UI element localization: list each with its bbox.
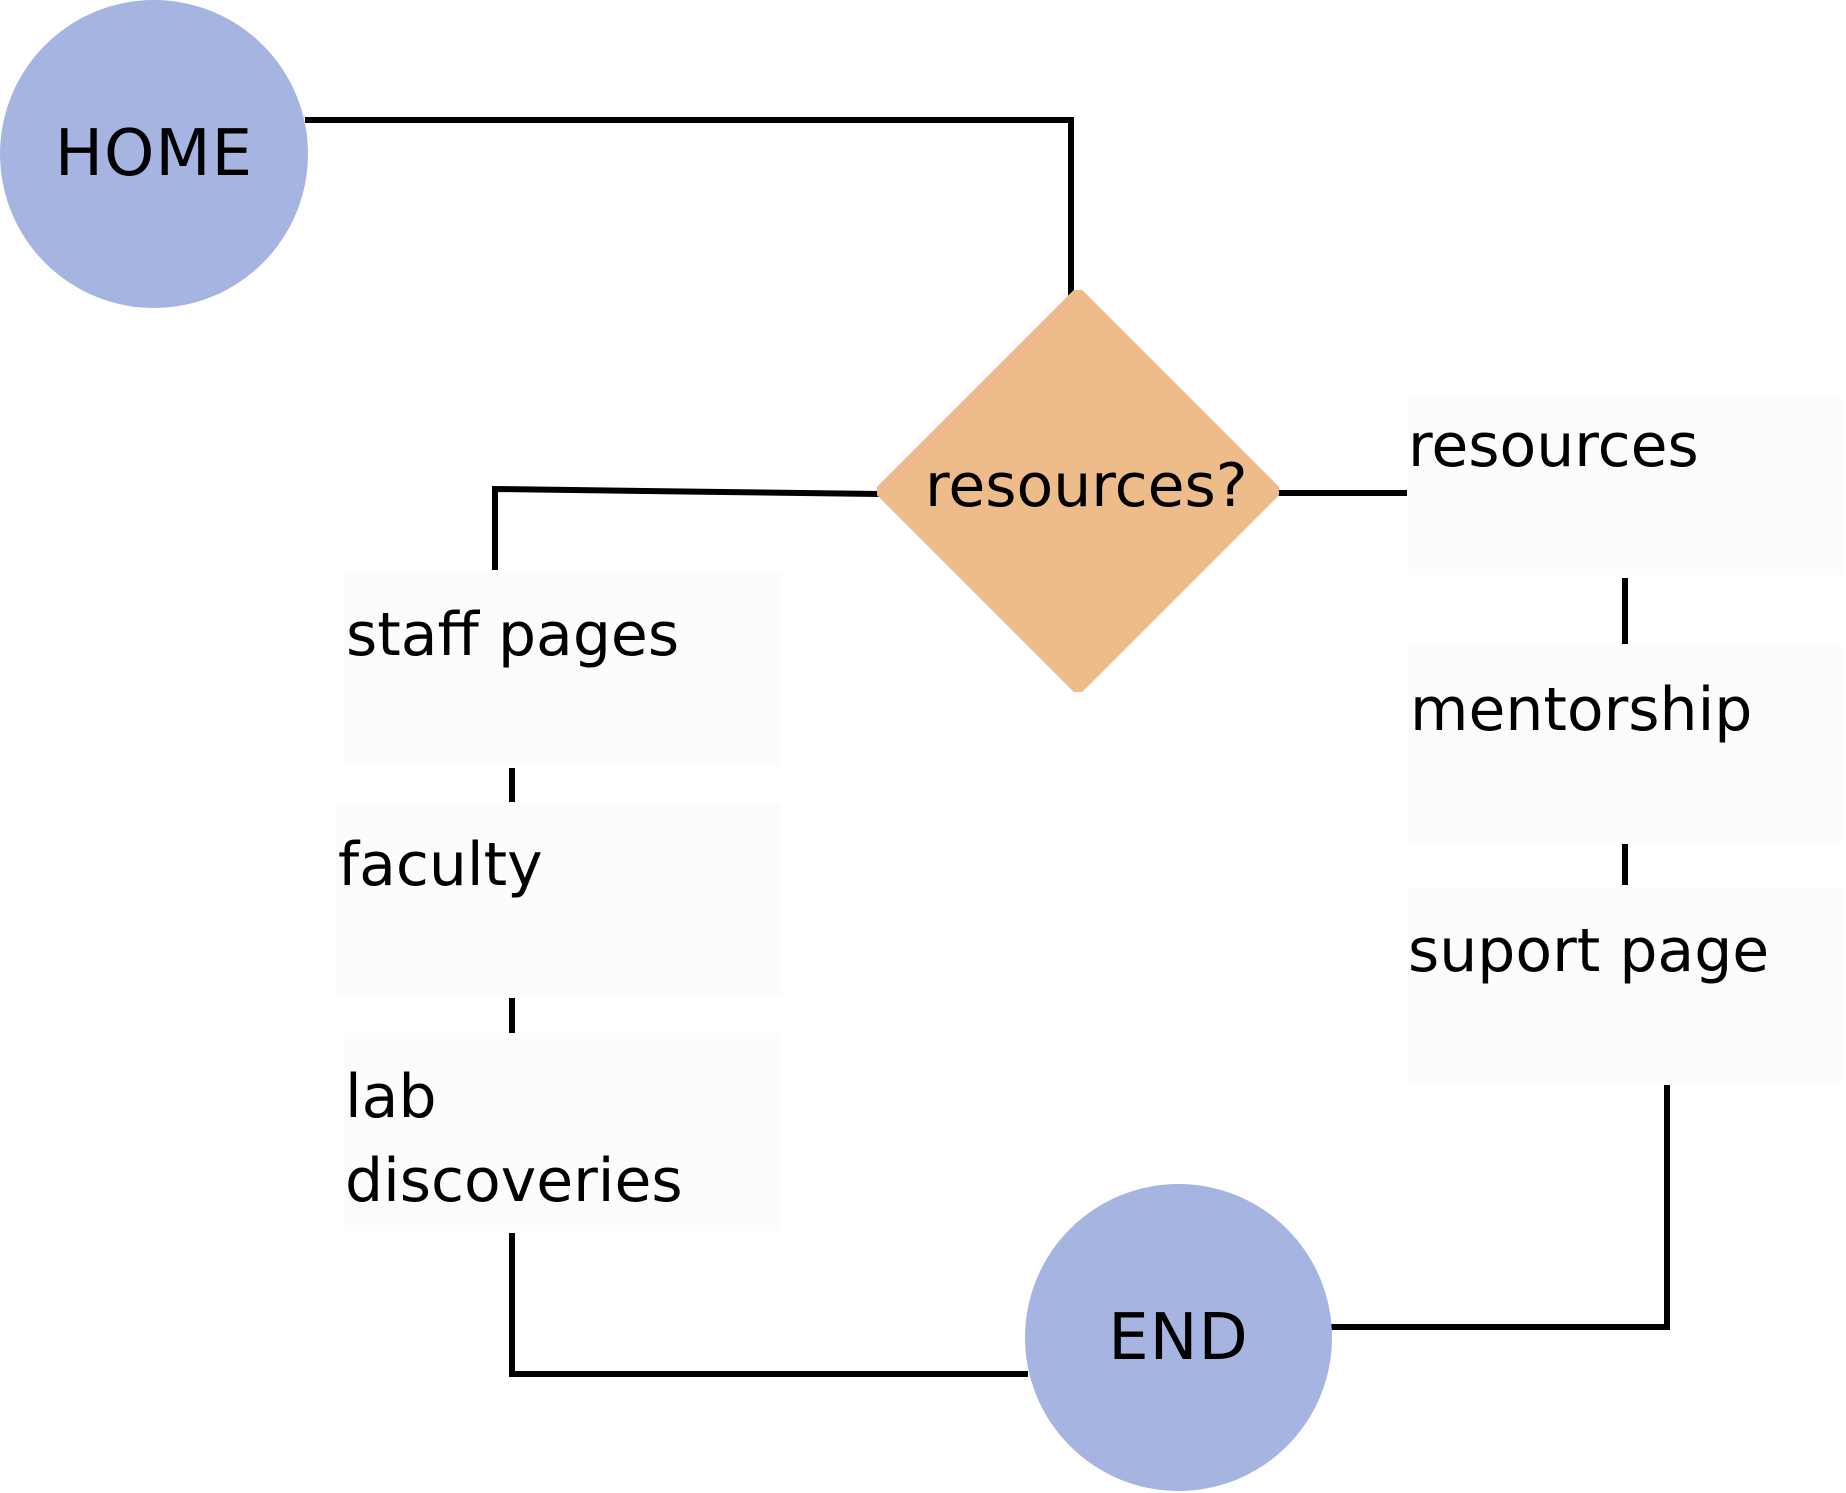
edge-support-page-to-end xyxy=(1330,1085,1670,1330)
decision-diamond-shape xyxy=(877,290,1279,692)
lab-discoveries-box: lab discoveries xyxy=(343,1033,781,1231)
home-node: HOME xyxy=(0,0,308,308)
support-page-box: suport page xyxy=(1408,887,1844,1083)
resources-box: resources xyxy=(1408,397,1844,575)
end-label: END xyxy=(1108,1300,1249,1375)
edge-decision-to-staff-pages xyxy=(492,485,881,570)
edge-lab-discoveries-to-end xyxy=(509,1233,1028,1377)
resources-label: resources xyxy=(1408,411,1699,481)
decision-node: resources? xyxy=(877,290,1279,692)
decision-label: resources? xyxy=(925,451,1248,521)
edge-home-to-decision xyxy=(305,117,1074,295)
staff-pages-label: staff pages xyxy=(346,600,680,670)
mentorship-label: mentorship xyxy=(1410,675,1753,745)
faculty-box: faculty xyxy=(336,803,781,996)
lab-discoveries-label-line1: lab xyxy=(345,1062,437,1132)
staff-pages-box: staff pages xyxy=(343,573,781,766)
home-label: HOME xyxy=(54,117,254,191)
lab-discoveries-label-line2: discoveries xyxy=(345,1146,683,1216)
support-page-label: suport page xyxy=(1408,916,1770,986)
mentorship-box: mentorship xyxy=(1408,646,1844,842)
end-node: END xyxy=(1025,1184,1332,1491)
faculty-label: faculty xyxy=(338,830,543,900)
